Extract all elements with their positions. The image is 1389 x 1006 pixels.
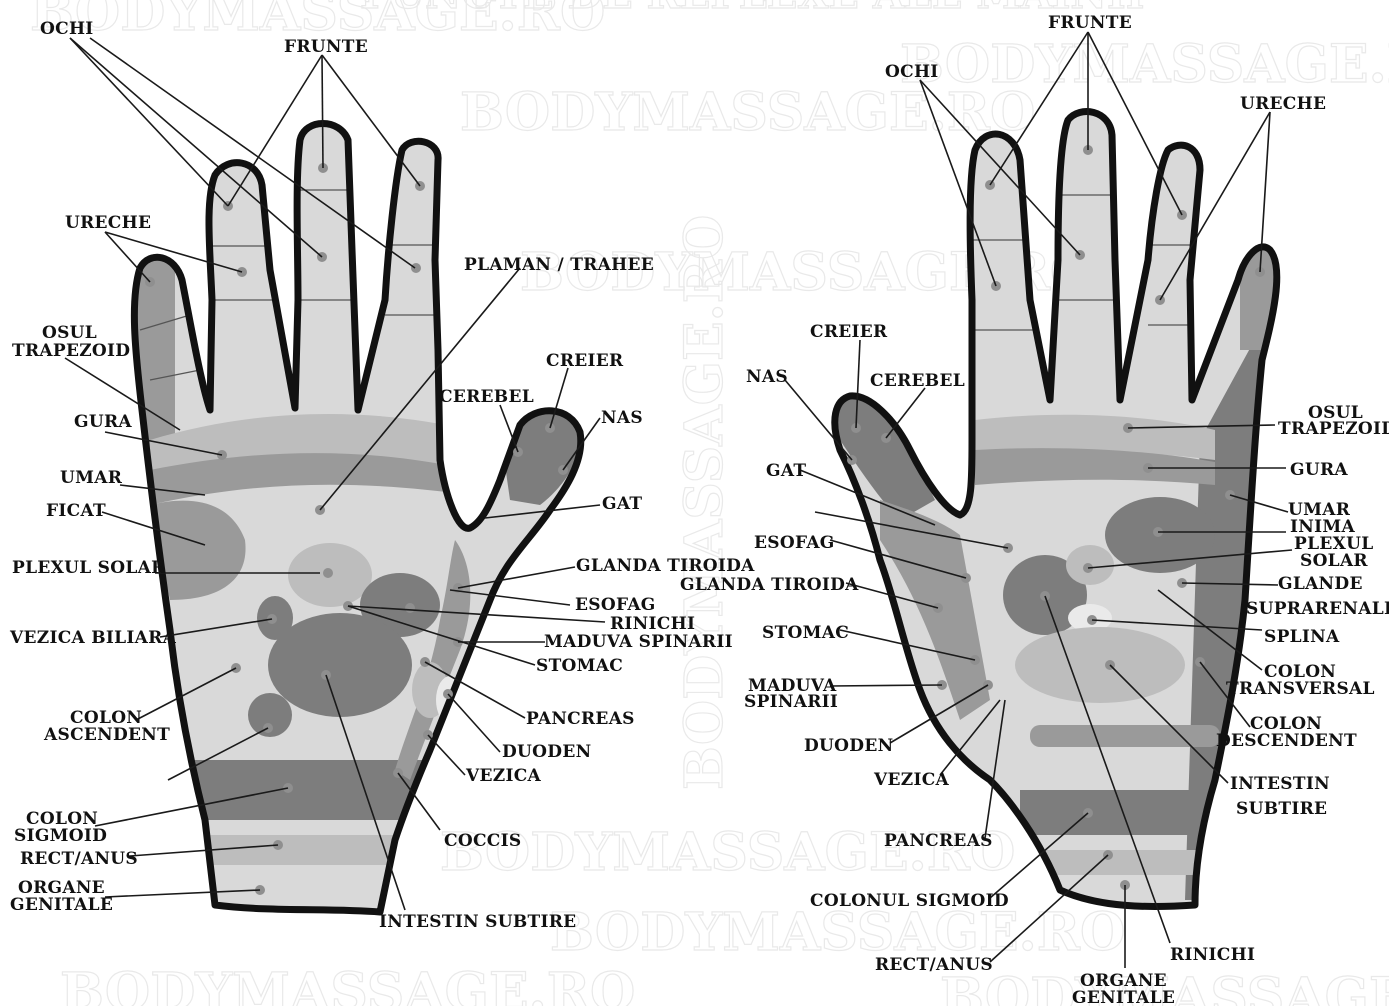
label-splina: SPLINA: [1264, 627, 1340, 647]
label-gura: GURA: [1290, 460, 1348, 480]
label-solar: SOLAR: [1300, 551, 1368, 571]
label-plaman-trahee: PLAMAN / TRAHEE: [464, 255, 654, 275]
label-glande: GLANDE: [1278, 574, 1363, 594]
label-vezica-biliara: VEZICA BILIARA: [9, 628, 177, 648]
label-plexul-solar: PLEXUL SOLAR: [12, 558, 166, 578]
label-glanda-tiroida: GLANDA TIROIDA: [576, 556, 755, 576]
label-cerebel: CEREBEL: [870, 371, 965, 391]
label-colonul-sigmoid: COLONUL SIGMOID: [810, 891, 1009, 911]
label-frunte: FRUNTE: [1048, 13, 1132, 33]
label-genitale: GENITALE: [10, 895, 113, 915]
point-marker: [411, 263, 421, 273]
watermark: BODYMASSAGE.RO: [550, 902, 1125, 963]
label-rinichi: RINICHI: [1170, 945, 1255, 965]
watermark-vertical: BODYMASSAGE.RO: [674, 215, 735, 790]
left-hand: OCHI FRUNTE URECHE OSUL TRAPEZOID GURA U…: [9, 19, 755, 932]
label-spinarii: SPINARII: [744, 692, 838, 712]
point-marker: [405, 603, 415, 613]
label-suprarenale: SUPRARENALE: [1246, 599, 1389, 619]
watermark-header: PUNCTE DE REFLEXE ALE MAINII: [360, 0, 1144, 18]
label-nas: NAS: [601, 408, 643, 428]
label-duoden: DUODEN: [804, 736, 893, 756]
label-ureche: URECHE: [65, 213, 151, 233]
label-gura: GURA: [74, 412, 132, 432]
label-genitale: GENITALE: [1072, 988, 1175, 1006]
label-descendent: DESCENDENT: [1216, 731, 1357, 751]
label-colon-ascendent-2: ASCENDENT: [43, 725, 170, 745]
label-gat: GAT: [766, 461, 806, 481]
label-pancreas: PANCREAS: [526, 709, 635, 729]
label-gat: GAT: [602, 494, 642, 514]
label-rect-anus: RECT/ANUS: [875, 955, 993, 975]
label-vezica: VEZICA: [465, 766, 542, 786]
point-marker: [323, 568, 333, 578]
label-colon-sigmoid-2: SIGMOID: [14, 826, 107, 846]
label-cerebel: CEREBEL: [439, 387, 534, 407]
label-glanda-tiroida: GLANDA TIROIDA: [680, 575, 859, 595]
label-intestin-subtire: INTESTIN SUBTIRE: [379, 912, 576, 932]
label-stomac: STOMAC: [762, 623, 849, 643]
label-rinichi: RINICHI: [610, 614, 695, 634]
watermark: BODYMASSAGE.RO: [60, 962, 635, 1006]
label-duoden: DUODEN: [502, 742, 591, 762]
label-osul: OSUL: [42, 323, 97, 343]
label-stomac: STOMAC: [536, 656, 623, 676]
label-frunte: FRUNTE: [284, 37, 368, 57]
label-ficat: FICAT: [46, 501, 106, 521]
watermark: BODYMASSAGE.RO: [900, 34, 1389, 95]
label-vezica: VEZICA: [873, 770, 950, 790]
label-trapezoid: TRAPEZOID: [12, 341, 130, 361]
label-maduva-spinarii: MADUVA SPINARII: [544, 632, 733, 652]
label-esofag: ESOFAG: [575, 595, 656, 615]
label-nas: NAS: [746, 367, 788, 387]
label-trapezoid: TRAPEZOID: [1278, 419, 1389, 439]
label-creier: CREIER: [546, 351, 624, 371]
label-creier: CREIER: [810, 322, 888, 342]
label-ochi: OCHI: [885, 62, 939, 82]
label-ochi: OCHI: [40, 19, 94, 39]
label-transversal: TRANSVERSAL: [1226, 679, 1375, 699]
label-umar: UMAR: [60, 468, 123, 488]
label-ureche: URECHE: [1240, 94, 1326, 114]
label-coccis: COCCIS: [444, 831, 521, 851]
label-subtire: SUBTIRE: [1236, 799, 1327, 819]
label-rect-anus: RECT/ANUS: [20, 849, 138, 869]
label-intestin: INTESTIN: [1230, 774, 1330, 794]
label-pancreas: PANCREAS: [884, 831, 993, 851]
label-esofag: ESOFAG: [754, 533, 835, 553]
